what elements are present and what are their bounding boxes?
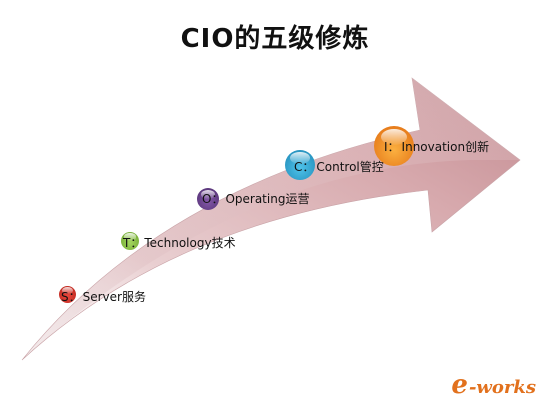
stage-orb-operating bbox=[197, 188, 219, 210]
eworks-logo: e -works bbox=[451, 370, 536, 400]
stage-technology-letter: T： bbox=[123, 236, 143, 250]
stage-operating-label: Operating运营 bbox=[225, 192, 310, 206]
stage-technology-label: Technology技术 bbox=[144, 236, 236, 250]
stage-orb-innovation bbox=[374, 126, 414, 166]
stage-server-letter: S： bbox=[61, 290, 81, 304]
stage-technology: T： Technology技术 bbox=[123, 234, 236, 251]
stage-control-letter: C： bbox=[294, 160, 315, 174]
logo-text: -works bbox=[468, 377, 536, 398]
stage-control-label: Control管控 bbox=[316, 160, 384, 174]
stage-server-label: Server服务 bbox=[82, 290, 146, 304]
stage-innovation-label: Innovation创新 bbox=[401, 140, 490, 154]
stage-orb-control bbox=[285, 150, 315, 180]
stage-operating-letter: O： bbox=[202, 192, 224, 206]
stage-innovation-letter: I： bbox=[384, 140, 400, 154]
stage-control: C： Control管控 bbox=[294, 158, 384, 175]
logo-mark: e bbox=[451, 370, 468, 400]
stage-orb-technology bbox=[121, 232, 139, 250]
page-title: CIO的五级修炼 bbox=[180, 24, 370, 54]
stage-orb-server bbox=[59, 286, 76, 303]
stage-innovation: I： Innovation创新 bbox=[384, 138, 489, 155]
stage-server: S： Server服务 bbox=[61, 288, 146, 305]
stage-operating: O： Operating运营 bbox=[202, 190, 309, 207]
